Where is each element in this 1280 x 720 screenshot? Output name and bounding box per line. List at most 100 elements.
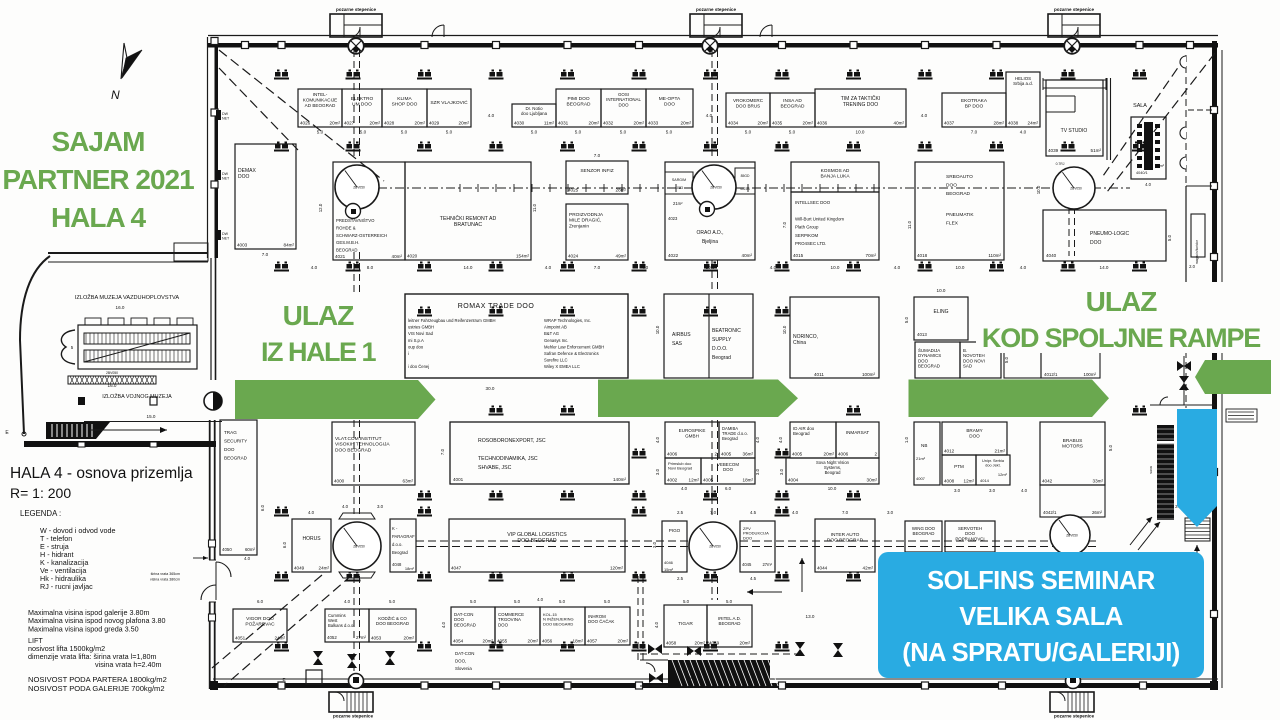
svg-text:Mehler Law Enforcement GMBH: Mehler Law Enforcement GMBH <box>544 344 604 349</box>
svg-text:HELIOS: HELIOS <box>1015 76 1031 81</box>
svg-text:NORINCO,: NORINCO, <box>793 334 818 340</box>
svg-text:PARAGRAF: PARAGRAF <box>392 534 415 539</box>
svg-text:85GD: 85GD <box>741 174 750 178</box>
svg-text:DOO ČAČAK: DOO ČAČAK <box>588 619 614 624</box>
svg-text:VISOKIH TEHNOLOGIJA: VISOKIH TEHNOLOGIJA <box>335 442 390 448</box>
svg-text:4028: 4028 <box>384 121 395 126</box>
svg-text:5.0: 5.0 <box>559 599 566 604</box>
svg-text:4.0: 4.0 <box>545 265 552 270</box>
svg-text:10.0: 10.0 <box>706 265 715 270</box>
svg-text:4.0: 4.0 <box>655 436 660 443</box>
svg-text:30.0: 30.0 <box>486 386 495 391</box>
svg-text:ULAZ: ULAZ <box>283 300 355 331</box>
svg-text:AD BEOGRAD: AD BEOGRAD <box>305 103 336 108</box>
svg-text:pozarne stepenice: pozarne stepenice <box>1054 714 1095 719</box>
svg-text:MILE DRAGIĆ,: MILE DRAGIĆ, <box>569 217 602 224</box>
svg-text:4005: 4005 <box>703 478 714 483</box>
svg-text:3.0: 3.0 <box>377 504 384 509</box>
svg-text:Maximalna visina ispod novog p: Maximalna visina ispod novog plafona 3.8… <box>28 616 165 625</box>
svg-text:24m²: 24m² <box>319 566 330 571</box>
svg-text:4038: 4038 <box>1008 121 1019 126</box>
svg-text:154m²: 154m² <box>516 254 529 259</box>
svg-text:E: E <box>282 677 285 682</box>
svg-text:SCHWARZ-OSTERREICH: SCHWARZ-OSTERREICH <box>336 233 387 238</box>
svg-text:7.0: 7.0 <box>710 510 717 515</box>
svg-text:K - kanalizacija: K - kanalizacija <box>40 558 88 567</box>
svg-text:INTERNATIONAL: INTERNATIONAL <box>606 97 641 102</box>
svg-text:140m²: 140m² <box>613 477 626 482</box>
svg-text:12m²: 12m² <box>689 478 700 483</box>
svg-text:20m²: 20m² <box>589 121 600 126</box>
svg-text:18m²: 18m² <box>573 639 584 644</box>
svg-text:NOSIVOST PODA GALERIJE 700kg/: NOSIVOST PODA GALERIJE 700kg/m2 <box>28 684 165 693</box>
svg-text:20m²: 20m² <box>404 636 415 641</box>
svg-text:4040/1: 4040/1 <box>1136 171 1148 175</box>
svg-text:INTELLSEC DOO: INTELLSEC DOO <box>795 200 831 205</box>
svg-text:4.5: 4.5 <box>750 576 757 581</box>
svg-text:BRATUNAC: BRATUNAC <box>454 222 482 228</box>
svg-text:SHOP DOO: SHOP DOO <box>392 102 418 108</box>
svg-text:nosivost lifta 1500kg/m2: nosivost lifta 1500kg/m2 <box>28 644 105 653</box>
svg-text:4006: 4006 <box>667 452 678 457</box>
svg-text:3.0: 3.0 <box>655 468 660 475</box>
svg-text:SARGIM: SARGIM <box>672 178 686 182</box>
svg-text:100m²: 100m² <box>862 372 875 377</box>
svg-text:10.0: 10.0 <box>828 486 837 491</box>
svg-text:4045: 4045 <box>742 562 752 567</box>
svg-text:5.0: 5.0 <box>514 599 521 604</box>
svg-text:SECURITY: SECURITY <box>224 439 247 444</box>
svg-text:Bjeljina: Bjeljina <box>702 239 718 245</box>
svg-text:4.0: 4.0 <box>706 113 713 118</box>
svg-text:VELIKA SALA: VELIKA SALA <box>959 603 1123 631</box>
svg-text:DOO: DOO <box>618 102 629 107</box>
svg-text:SRBOAUTO: SRBOAUTO <box>946 174 973 180</box>
svg-text:Sova Night Vision: Sova Night Vision <box>816 460 850 465</box>
svg-text:BEOGRAD: BEOGRAD <box>567 102 592 108</box>
svg-text:GES.M.B.H.: GES.M.B.H. <box>336 240 359 245</box>
svg-text:10.0: 10.0 <box>831 265 840 270</box>
svg-text:DAT-CON: DAT-CON <box>455 651 474 656</box>
svg-text:BEATRONIC: BEATRONIC <box>712 328 741 334</box>
svg-text:DOO BEOGRAD: DOO BEOGRAD <box>517 538 556 544</box>
svg-text:BP DOO: BP DOO <box>965 104 984 110</box>
svg-text:4003: 4003 <box>237 243 248 248</box>
svg-text:Safran Defence & Electronics: Safran Defence & Electronics <box>544 351 599 356</box>
svg-text:4002: 4002 <box>667 478 678 483</box>
svg-text:i: i <box>408 351 409 356</box>
svg-text:TV STUDIO: TV STUDIO <box>1061 128 1088 134</box>
svg-text:(NA SPRATU/GALERIJI): (NA SPRATU/GALERIJI) <box>902 639 1180 667</box>
svg-text:BEOGRAD: BEOGRAD <box>719 621 741 626</box>
svg-text:4046: 4046 <box>664 560 674 565</box>
svg-text:4024: 4024 <box>568 254 579 259</box>
svg-text:EKOTRAKA: EKOTRAKA <box>961 98 988 104</box>
svg-text:4037: 4037 <box>944 121 955 126</box>
svg-text:SZR VLAJKOVIĆ: SZR VLAJKOVIĆ <box>430 99 468 106</box>
svg-text:110m²: 110m² <box>988 253 1001 258</box>
svg-text:7.0: 7.0 <box>842 510 849 515</box>
svg-text:Plath Group: Plath Group <box>795 225 819 230</box>
svg-text:13.0: 13.0 <box>806 614 815 619</box>
svg-text:West: West <box>328 618 338 623</box>
svg-text:KOMUNIKACIJE: KOMUNIKACIJE <box>303 97 337 102</box>
svg-text:Dr. Notio: Dr. Notio <box>525 106 543 111</box>
svg-text:VROKOMERC: VROKOMERC <box>733 98 764 103</box>
svg-text:4.0: 4.0 <box>244 556 251 561</box>
svg-text:TRAG: TRAG <box>224 430 237 435</box>
svg-text:KOD SPOLJNE RAMPE: KOD SPOLJNE RAMPE <box>982 323 1260 353</box>
svg-text:4042: 4042 <box>1042 479 1053 484</box>
svg-text:4030: 4030 <box>514 121 525 126</box>
svg-text:VIP GLOBAL LOGISTICS: VIP GLOBAL LOGISTICS <box>507 532 567 538</box>
svg-text:7.0: 7.0 <box>440 448 445 455</box>
svg-text:3.0: 3.0 <box>954 488 961 493</box>
svg-text:PIGO: PIGO <box>669 528 681 533</box>
svg-text:4023/1: 4023/1 <box>740 187 750 191</box>
svg-text:7.0: 7.0 <box>971 130 978 135</box>
svg-text:Ve - ventilacija: Ve - ventilacija <box>40 566 86 575</box>
svg-text:8.0: 8.0 <box>367 265 374 270</box>
svg-text:NB: NB <box>921 443 927 448</box>
svg-text:BEOGRAD: BEOGRAD <box>781 104 806 110</box>
svg-text:INTEL-: INTEL- <box>313 92 328 97</box>
svg-text:ROMAX TRADE DOO: ROMAX TRADE DOO <box>458 303 535 310</box>
svg-text:15.0: 15.0 <box>147 414 156 419</box>
svg-text:20m²: 20m² <box>824 452 835 457</box>
